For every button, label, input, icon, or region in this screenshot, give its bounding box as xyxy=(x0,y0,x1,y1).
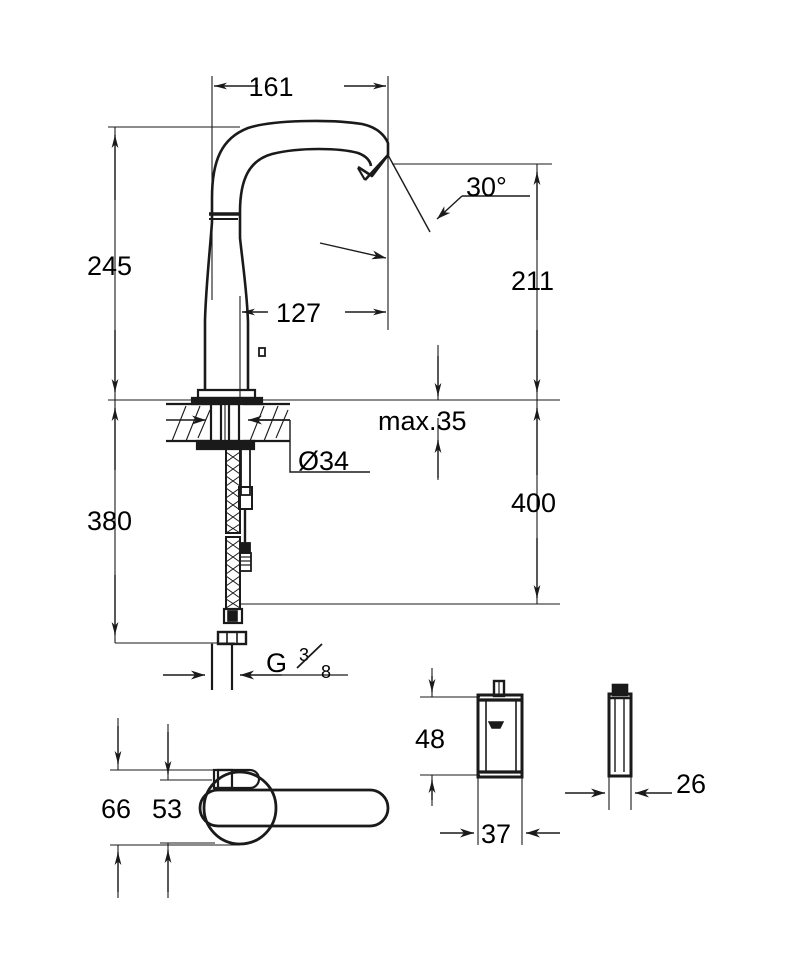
dim-spout-reach-center: 127 xyxy=(276,298,321,328)
dim-spout-reach-total: 161 xyxy=(248,72,293,102)
thread-letter: G xyxy=(266,648,287,678)
dim-outlet-angle: 30° xyxy=(466,172,507,202)
thread-numerator: 3 xyxy=(299,645,309,665)
dim-height-above-deck: 245 xyxy=(87,251,132,281)
dim-plan-body-diameter: 53 xyxy=(152,794,182,824)
dim-supply-reach: 400 xyxy=(511,488,556,518)
dim-box-width: 37 xyxy=(481,819,511,849)
dim-plan-overall-width: 66 xyxy=(101,794,131,824)
dim-spout-outlet-height: 211 xyxy=(511,266,554,296)
dim-box-height: 48 xyxy=(415,724,445,754)
thread-denominator: 8 xyxy=(321,662,331,682)
dim-box-depth: 26 xyxy=(676,769,706,799)
dim-thread-size: G 3 8 xyxy=(266,643,331,682)
dim-mounting-hole-diameter: Ø34 xyxy=(298,446,349,476)
dim-deck-thickness-max: max.35 xyxy=(378,406,467,436)
dim-height-below-deck: 380 xyxy=(87,506,132,536)
